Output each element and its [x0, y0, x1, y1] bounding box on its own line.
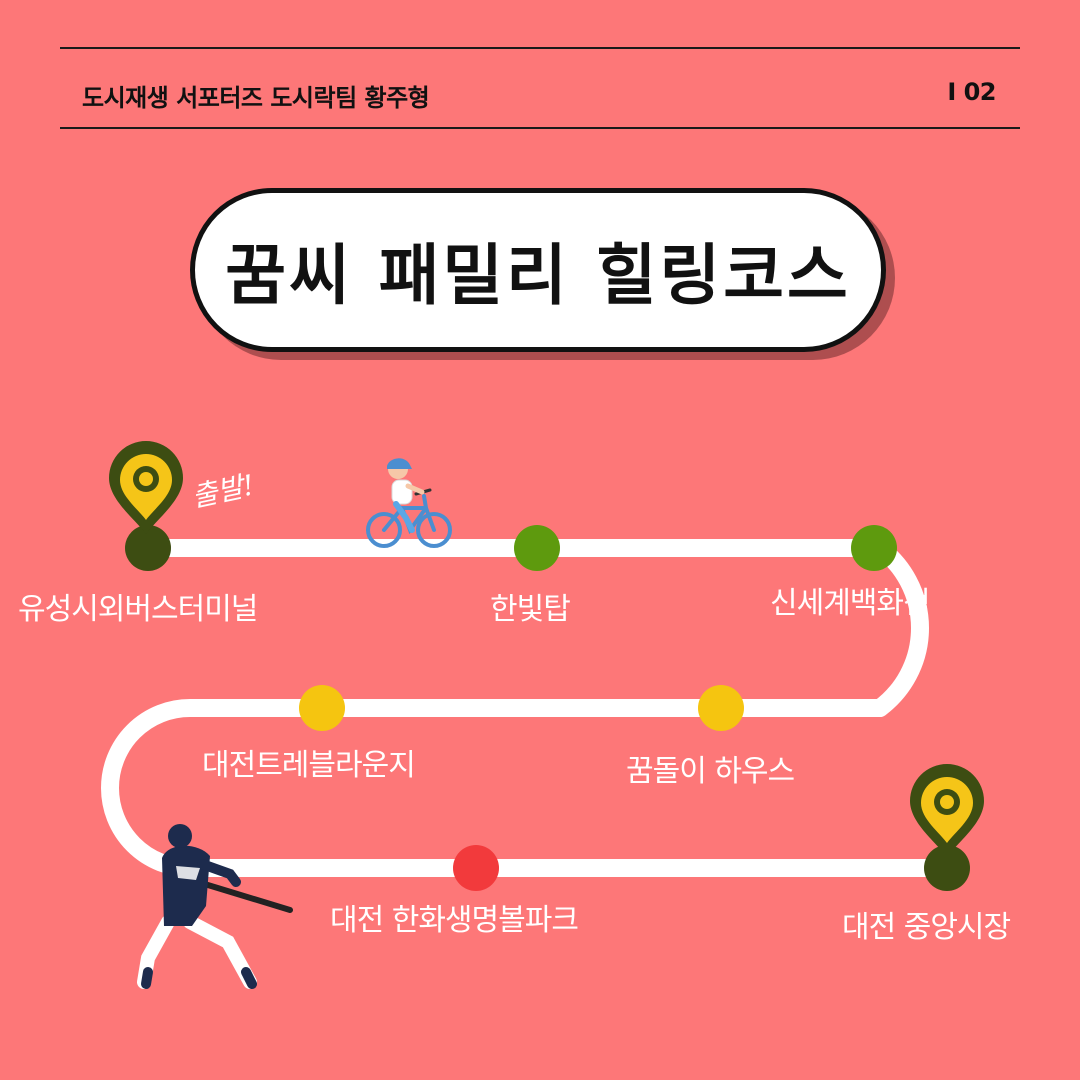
stop-label-hanbit-tower: 한빛탑: [490, 592, 571, 627]
stop-label-kumdori-house: 꿈돌이 하우스: [626, 754, 795, 789]
page-title: 꿈씨 패밀리 힐링코스: [225, 237, 851, 314]
stop-dot-kumdori-house: [698, 685, 744, 731]
map-pin-icon: [109, 441, 183, 534]
stop-label-yuseong-terminal: 유성시외버스터미널: [18, 592, 258, 627]
stop-dot-start: [125, 525, 171, 571]
page-number: I 02: [947, 78, 996, 106]
stop-label-travel-lounge: 대전트레블라운지: [202, 748, 416, 783]
stop-label-ballpark: 대전 한화생명볼파크: [330, 903, 579, 938]
child-bicycle-icon: [366, 458, 452, 548]
stop-label-central-market: 대전 중앙시장: [842, 910, 1011, 945]
header-title: 도시재생 서포터즈 도시락팀 황주형: [82, 84, 430, 112]
header-bottom-rule: [60, 127, 1020, 129]
map-pin-icon: [910, 764, 984, 857]
stop-dot-ballpark: [453, 845, 499, 891]
stop-dot-shinsegae: [851, 525, 897, 571]
baseball-batter-icon: [137, 824, 293, 989]
title-banner: 꿈씨 패밀리 힐링코스: [190, 188, 886, 352]
stop-dot-travel-lounge: [299, 685, 345, 731]
route-path: [101, 539, 959, 877]
stop-label-shinsegae: 신세계백화점: [770, 586, 931, 621]
stop-dot-end: [924, 845, 970, 891]
header-top-rule: [60, 47, 1020, 49]
stop-dot-hanbit-tower: [514, 525, 560, 571]
